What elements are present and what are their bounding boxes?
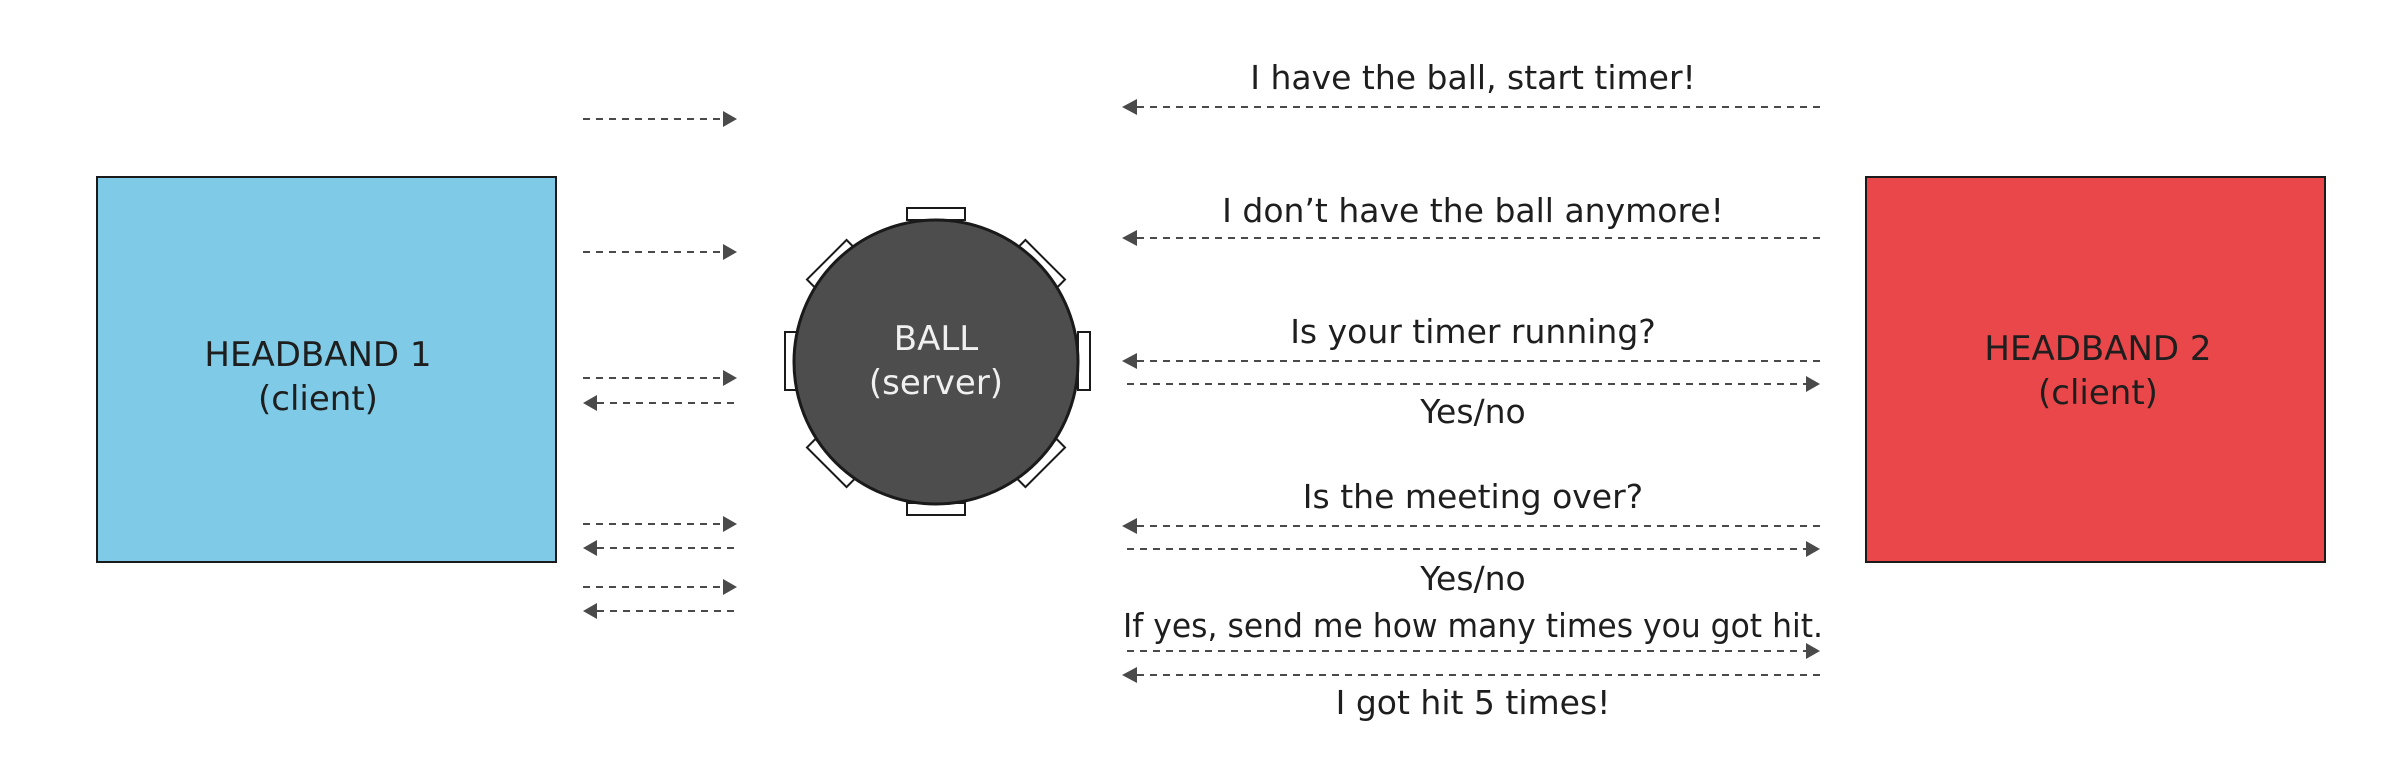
arrow-h2-to-ball-timer-running [1122, 353, 1820, 369]
headband-2-messages: I have the ball, start timer! I don’t ha… [1122, 58, 1823, 722]
message-timer-running: Is your timer running? [1290, 312, 1656, 351]
headband-1-name: HEADBAND 1 [204, 335, 431, 375]
arrow-h1-to-ball-5 [583, 579, 737, 595]
sensor-pad-right [1077, 331, 1091, 391]
ball-role: (server) [869, 363, 1003, 403]
arrow-h1-to-ball-1 [583, 111, 737, 127]
headband-1-node: HEADBAND 1 (client) [96, 176, 557, 563]
ball-body [792, 218, 1080, 506]
arrow-h2-to-ball-start-timer [1122, 99, 1820, 115]
arrow-ball-to-h2-meeting-reply [1127, 541, 1820, 557]
headband-1-arrows [583, 111, 737, 619]
arrow-h2-to-ball-hits-reply [1122, 667, 1820, 683]
headband-2-node: HEADBAND 2 (client) [1865, 176, 2326, 563]
arrow-ball-to-h1-4 [583, 540, 737, 556]
headband-2-role: (client) [2038, 373, 2158, 413]
message-meeting-reply: Yes/no [1419, 559, 1526, 598]
message-meeting-over: Is the meeting over? [1303, 477, 1643, 516]
message-timer-reply: Yes/no [1419, 392, 1526, 431]
message-send-hits: If yes, send me how many times you got h… [1123, 606, 1823, 645]
arrow-ball-to-h2-send-hits [1127, 643, 1820, 659]
message-dont-have-ball: I don’t have the ball anymore! [1222, 191, 1724, 230]
arrow-h2-to-ball-dont-have-ball [1122, 230, 1820, 246]
headband-1-box [96, 176, 557, 563]
arrow-ball-to-h2-timer-reply [1127, 376, 1820, 392]
headband-2-name: HEADBAND 2 [1984, 329, 2211, 369]
ball-name: BALL [894, 319, 979, 359]
arrow-h1-to-ball-2 [583, 244, 737, 260]
sensor-pad-top [906, 207, 966, 221]
arrow-h2-to-ball-meeting-over [1122, 518, 1820, 534]
message-hits-reply: I got hit 5 times! [1336, 683, 1611, 722]
arrow-h1-to-ball-3 [583, 370, 737, 386]
headband-2-box [1865, 176, 2326, 563]
arrow-ball-to-h1-5 [583, 603, 737, 619]
headband-1-role: (client) [258, 379, 378, 419]
message-start-timer: I have the ball, start timer! [1250, 58, 1696, 97]
arrow-h1-to-ball-4 [583, 516, 737, 532]
ball-node: BALL (server) [784, 207, 1091, 516]
arrow-ball-to-h1-3 [583, 395, 737, 411]
